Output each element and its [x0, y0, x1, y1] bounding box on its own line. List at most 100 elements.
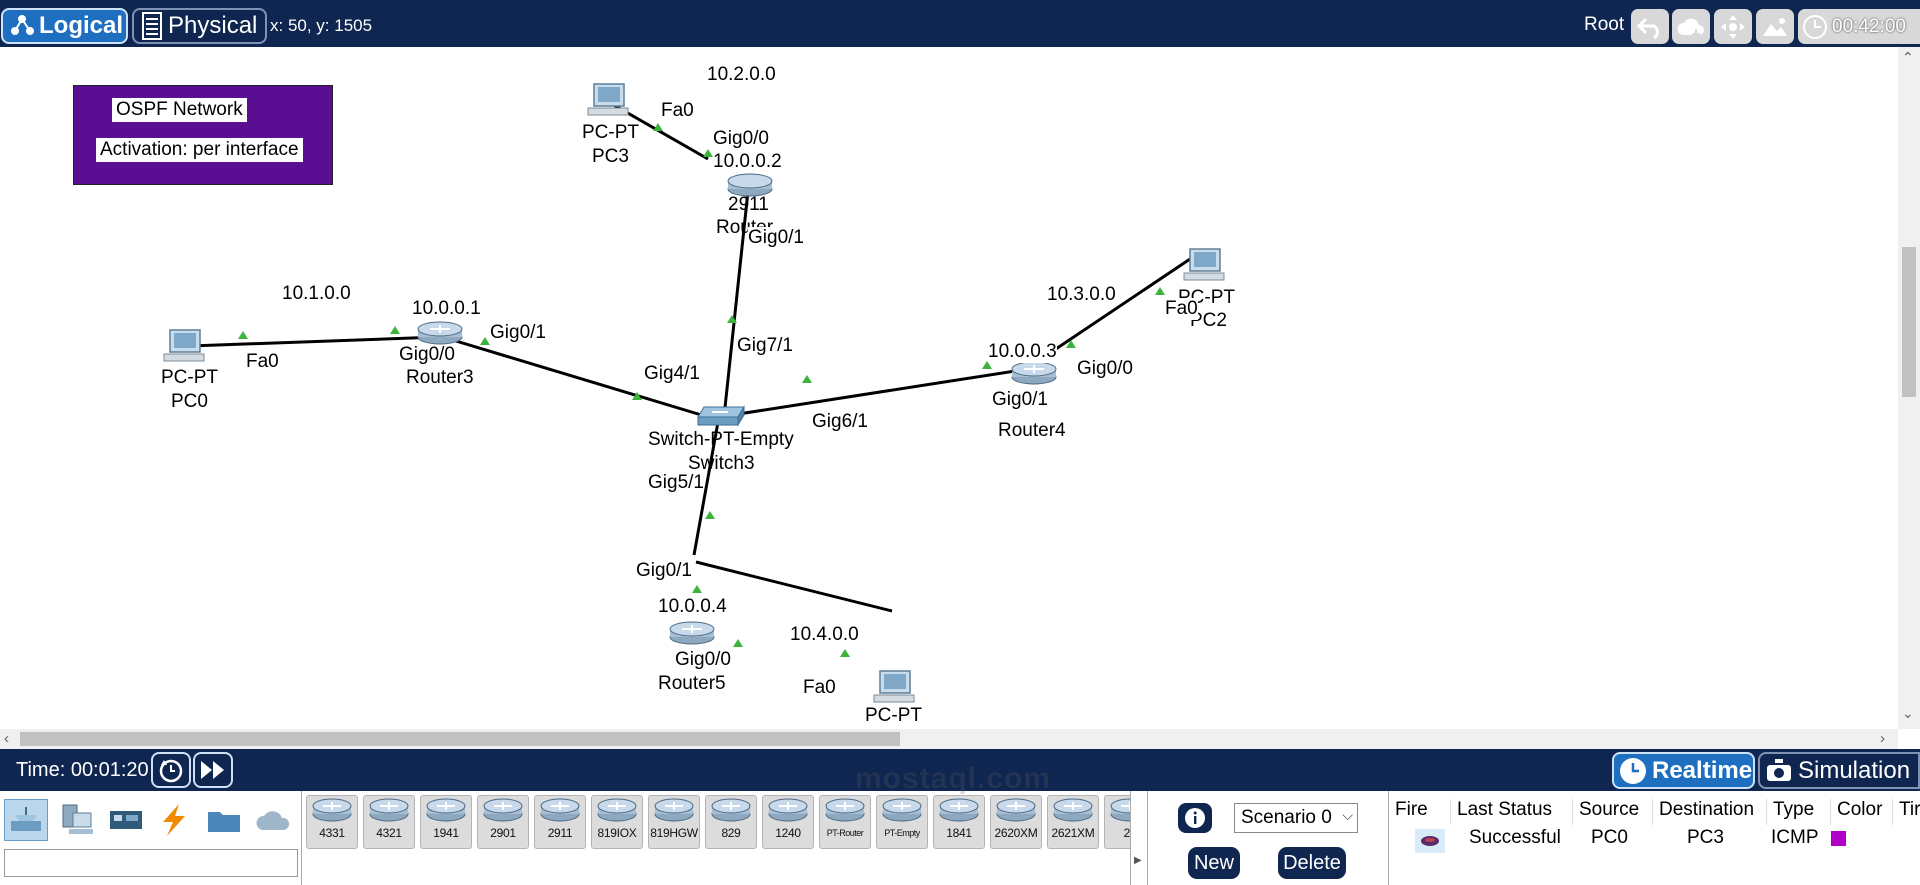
device-model-label: 28: [1123, 826, 1130, 840]
port-label: Gig0/1: [490, 322, 546, 343]
fast-forward-button[interactable]: [193, 752, 233, 788]
rack-icon: [140, 12, 164, 40]
strip-splitter[interactable]: ▶: [1130, 791, 1148, 885]
clock-icon: [1803, 14, 1827, 39]
pc0-icon[interactable]: [163, 329, 205, 362]
switch3-icon[interactable]: [697, 405, 745, 427]
device-model-tile[interactable]: 819HGW: [648, 795, 700, 849]
device-model-label: 1240: [775, 826, 801, 840]
scenario-dropdown[interactable]: Scenario 0 ⌵: [1234, 803, 1358, 833]
scroll-up-icon[interactable]: ⌃: [1902, 49, 1914, 65]
link-light: [692, 585, 702, 593]
column-header-source[interactable]: Source: [1573, 799, 1653, 825]
link-router4-pc2[interactable]: [1031, 253, 1197, 367]
router-icon: [768, 798, 808, 822]
cluster-button[interactable]: [1672, 9, 1710, 44]
scenario-panel: Scenario 0 ⌵ New Delete: [1148, 791, 1388, 885]
simulation-mode-button[interactable]: Simulation: [1758, 752, 1920, 789]
watermark: mostaql.com: [855, 762, 1052, 795]
move-button[interactable]: [1714, 9, 1752, 44]
router3-icon[interactable]: [417, 321, 463, 345]
logical-tab[interactable]: Logical: [1, 8, 128, 44]
cloud-icon: [1677, 18, 1704, 38]
router5-icon[interactable]: [669, 621, 715, 645]
device-model-tile[interactable]: 819IOX: [591, 795, 643, 849]
scroll-down-icon[interactable]: ⌄: [1902, 705, 1914, 721]
connections-category[interactable]: [152, 799, 196, 841]
scroll-thumb[interactable]: [20, 732, 900, 746]
fast-forward-icon: [201, 761, 224, 779]
vertical-scrollbar[interactable]: ⌃ ⌄: [1898, 47, 1920, 729]
note-title: OSPF Network: [112, 98, 247, 122]
row-type: ICMP: [1771, 827, 1819, 848]
router-icon: [312, 798, 352, 822]
device-model-tile[interactable]: PT-Empty: [876, 795, 928, 849]
link-pc0-router3[interactable]: [189, 335, 441, 348]
link-light: [727, 315, 737, 323]
pc2-icon[interactable]: [1183, 248, 1225, 281]
link-switch3-router5[interactable]: [692, 421, 720, 556]
link-router-switch3[interactable]: [722, 190, 750, 418]
scroll-right-icon[interactable]: ›: [1880, 730, 1885, 747]
router-top-icon[interactable]: [727, 173, 773, 197]
device-model-tile[interactable]: 2911: [534, 795, 586, 849]
device-model-tile[interactable]: 28: [1104, 795, 1130, 849]
device-search-field[interactable]: [4, 849, 298, 877]
expand-arrow-icon[interactable]: ▶: [1134, 855, 1142, 866]
components-category[interactable]: [104, 799, 148, 841]
device-model-tile[interactable]: PT-Router: [819, 795, 871, 849]
logical-workspace[interactable]: OSPF Network Activation: per interface 1…: [0, 47, 1898, 729]
device-model-tile[interactable]: 4321: [363, 795, 415, 849]
link-switch3-router4[interactable]: [731, 367, 1029, 417]
top-toolbar: Logical Physical x: 50, y: 1505 Root 00:…: [0, 0, 1920, 47]
pc3-icon[interactable]: [587, 83, 629, 116]
note-subtitle: Activation: per interface: [96, 138, 303, 162]
simulation-label: Simulation: [1798, 756, 1911, 784]
device-model-tile[interactable]: 2621XM: [1047, 795, 1099, 849]
delete-scenario-button[interactable]: Delete: [1278, 847, 1346, 879]
router-icon: [540, 798, 580, 822]
device-model-tile[interactable]: 829: [705, 795, 757, 849]
misc-category[interactable]: [202, 799, 246, 841]
column-header-color[interactable]: Color: [1831, 799, 1893, 825]
column-header-fire[interactable]: Fire: [1389, 799, 1451, 825]
realtime-label: Realtime: [1652, 756, 1753, 784]
device-model-tile[interactable]: 1941: [420, 795, 472, 849]
device-model-tile[interactable]: 1841: [933, 795, 985, 849]
device-model-tile[interactable]: 1240: [762, 795, 814, 849]
device-model-tile[interactable]: 2620XM: [990, 795, 1042, 849]
link-router5-pc[interactable]: [695, 560, 893, 613]
column-header-time[interactable]: Tir: [1893, 799, 1920, 825]
fire-icon[interactable]: [1415, 829, 1445, 853]
scenario-info-button[interactable]: [1178, 803, 1212, 833]
scroll-left-icon[interactable]: ‹: [4, 730, 9, 747]
physical-tab[interactable]: Physical: [132, 8, 267, 44]
column-header-destination[interactable]: Destination: [1653, 799, 1767, 825]
ip-label: 10.0.0.1: [412, 298, 481, 320]
ospf-note[interactable]: OSPF Network Activation: per interface: [73, 85, 333, 185]
reset-time-button[interactable]: [151, 752, 191, 788]
router-icon: [939, 798, 979, 822]
link-router3-switch3[interactable]: [445, 336, 709, 419]
back-button[interactable]: [1631, 9, 1669, 44]
router4-icon[interactable]: [1011, 361, 1057, 385]
device-model-tile[interactable]: 4331: [306, 795, 358, 849]
device-model-tile[interactable]: 2901: [477, 795, 529, 849]
new-scenario-button[interactable]: New: [1188, 847, 1240, 879]
column-header-last-status[interactable]: Last Status: [1451, 799, 1573, 825]
router-icon: [825, 798, 865, 822]
horizontal-scrollbar[interactable]: ‹ ›: [0, 729, 1898, 749]
column-header-type[interactable]: Type: [1767, 799, 1831, 825]
multiuser-category[interactable]: [252, 799, 296, 841]
device-model-label: 819HGW: [650, 826, 698, 840]
scroll-thumb[interactable]: [1902, 247, 1916, 397]
realtime-mode-button[interactable]: Realtime: [1612, 752, 1755, 789]
router-icon: [1110, 798, 1130, 822]
background-button[interactable]: [1756, 9, 1794, 44]
link-light: [733, 639, 743, 647]
port-label: Gig0/0: [675, 649, 731, 670]
landscape-icon: [1763, 17, 1787, 36]
end-devices-category[interactable]: [54, 799, 98, 841]
network-devices-category[interactable]: [4, 799, 48, 841]
pc-bottom-icon[interactable]: [873, 670, 915, 703]
